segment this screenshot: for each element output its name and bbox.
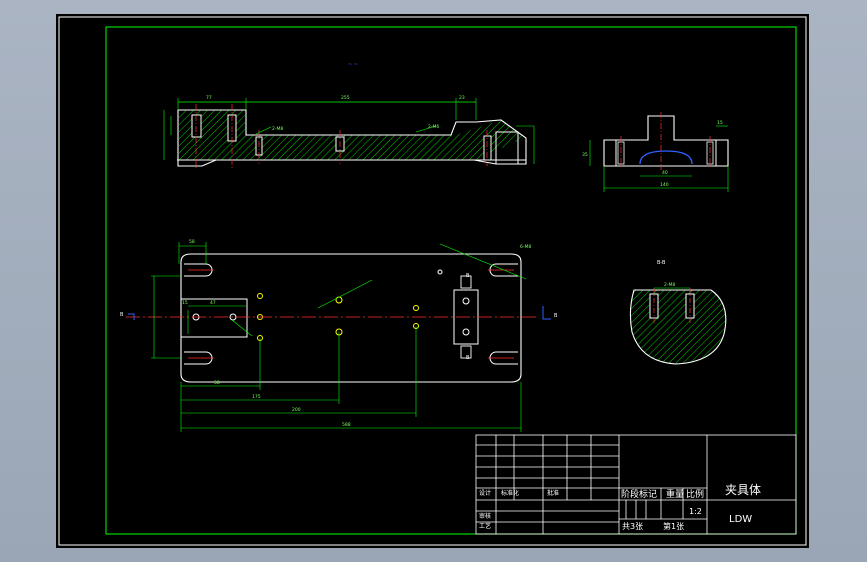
plan-view-dim-6: 200 [292, 407, 301, 413]
top-view-dim-5: 2-M6 [428, 124, 439, 130]
svg-text:B: B [120, 312, 124, 318]
title-stage-mark: 阶段标记 [621, 488, 657, 500]
top-view-hole-right [483, 135, 492, 161]
side-view-dim-4: 15 [717, 120, 723, 126]
top-view-dim-1: 77 [206, 95, 212, 101]
title-drawing-code: LDW [729, 514, 752, 525]
plan-view-dim-3: 15 [182, 300, 188, 306]
side-view-dim-3: 140 [660, 182, 669, 188]
plan-view-dim-5: 175 [252, 394, 261, 400]
title-process: 工艺 [479, 522, 491, 530]
plan-view-dim-1: 58 [189, 239, 195, 245]
section-view-body [629, 289, 727, 365]
svg-text:B: B [554, 313, 558, 319]
top-view-dim-2: 255 [341, 95, 350, 101]
section-view-dim: 2-M8 [664, 282, 675, 288]
plan-view-insert-left [180, 298, 248, 338]
side-view-dim-2: 40 [662, 170, 668, 176]
title-total-sheets: 共3张 [622, 522, 643, 531]
plan-view-outline [180, 253, 522, 383]
plan-view-section-mark-top: B [466, 273, 470, 279]
drawing-viewport[interactable]: ~ ~ 77 255 23 2-M8 2-M6 [56, 14, 809, 548]
plan-view-dim-7: 588 [342, 422, 351, 428]
plan-view-dim-8: 6-M8 [520, 244, 531, 250]
plan-view-dim-4: 58 [214, 380, 220, 386]
title-block-text: 夹具体 LDW 阶段标记 重量 比例 1:2 共3张 第1张 设计 标准化 批准… [479, 483, 761, 531]
top-view-outline [177, 109, 527, 167]
title-approve: 批准 [547, 489, 559, 497]
top-view-hatch-body [245, 120, 526, 160]
side-view-outline [603, 115, 729, 167]
title-scale-label: 比例 [686, 488, 704, 500]
top-view-dim-4: 2-M8 [272, 126, 283, 132]
side-view-dim-1: 35 [582, 152, 588, 158]
plan-view-dim-2: 47 [210, 300, 216, 306]
top-view: 77 255 23 2-M8 2-M6 [163, 95, 535, 170]
inner-border [105, 26, 797, 535]
top-view-hole-left [191, 114, 202, 138]
title-review: 审核 [479, 512, 491, 520]
cad-drawing: ~ ~ 77 255 23 2-M8 2-M6 [58, 16, 807, 546]
title-weight: 重量 [666, 488, 684, 500]
side-view: 35 40 140 15 [582, 112, 729, 192]
top-view-step-right [495, 131, 519, 165]
plan-view-section-mark-bottom: B [466, 355, 470, 361]
title-drawing-name: 夹具体 [725, 483, 761, 497]
view-mark: ~ ~ [348, 62, 358, 68]
title-block [475, 434, 797, 535]
section-view: B-B 2-M8 [629, 260, 727, 365]
section-view-label: B-B [657, 260, 666, 266]
title-standardize: 标准化 [501, 489, 519, 497]
outer-frame [58, 16, 807, 546]
top-view-dim-3: 23 [459, 95, 465, 101]
title-sheet-no: 第1张 [663, 521, 684, 531]
plan-view: B B B B 58 47 15 58 175 200 588 6-M8 [120, 239, 558, 432]
title-scale-value: 1:2 [689, 507, 702, 516]
side-view-arc [639, 150, 693, 165]
title-design: 设计 [479, 489, 491, 497]
